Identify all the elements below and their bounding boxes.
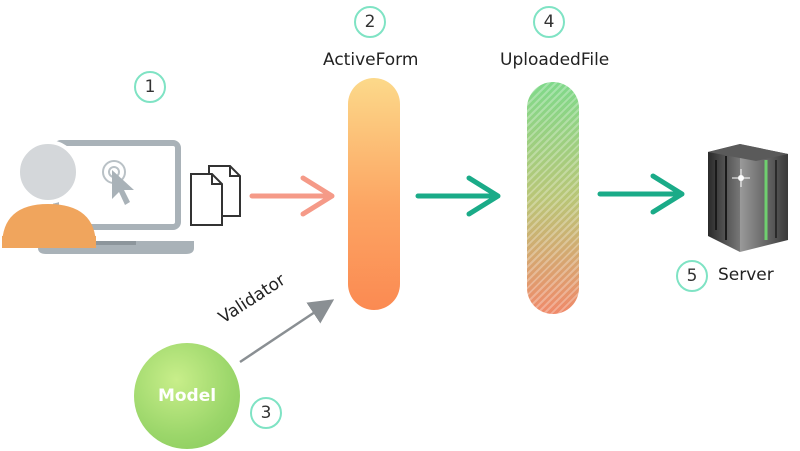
validator-arrow (239, 299, 335, 364)
step-1-badge: 1 (134, 71, 166, 103)
activeform-bar (348, 78, 400, 310)
pointer-click-icon (102, 160, 134, 205)
step-2-badge: 2 (354, 6, 386, 38)
arrow-to-activeform (249, 175, 335, 217)
uploadedfile-bar (527, 82, 579, 314)
documents-icon (190, 165, 241, 226)
model-label: Model (157, 386, 217, 406)
server-label: Server (718, 265, 774, 285)
server-rack-icon (708, 144, 788, 252)
step-3-badge: 3 (250, 397, 282, 429)
step-5-badge: 5 (676, 260, 708, 292)
arrow-to-uploadedfile (415, 175, 501, 217)
uploadedfile-label: UploadedFile (500, 50, 610, 70)
arrow-to-server (597, 173, 685, 215)
step-4-badge: 4 (533, 6, 565, 38)
user-avatar-icon (2, 140, 96, 248)
model-circle: Model (134, 343, 240, 449)
activeform-label: ActiveForm (323, 50, 419, 70)
